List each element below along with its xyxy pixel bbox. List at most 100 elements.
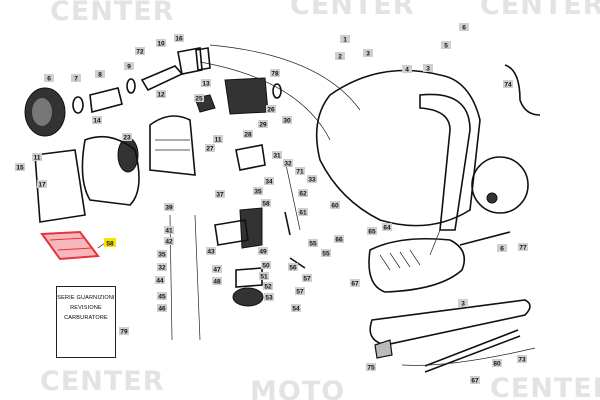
part-number-37[interactable]: 37 [216, 192, 224, 199]
part-number-49[interactable]: 49 [259, 249, 267, 256]
part-number-6[interactable]: 6 [462, 25, 466, 32]
part-number-61[interactable]: 61 [299, 210, 307, 217]
label-badge [155, 276, 165, 284]
label-badge [291, 304, 301, 312]
part-number-6[interactable]: 6 [47, 76, 51, 83]
part-number-55[interactable]: 55 [322, 251, 330, 258]
part-number-55[interactable]: 55 [309, 241, 317, 248]
part-number-15[interactable]: 15 [16, 165, 24, 172]
part-number-25[interactable]: 25 [195, 96, 203, 103]
part-number-56[interactable]: 56 [289, 265, 297, 272]
part-number-60[interactable]: 60 [331, 203, 339, 210]
part-number-52[interactable]: 52 [264, 284, 272, 291]
label-badge [441, 41, 451, 49]
part-number-14[interactable]: 14 [93, 118, 101, 125]
label-badge [264, 293, 274, 301]
label-badge [302, 274, 312, 282]
part-number-6[interactable]: 6 [500, 246, 504, 253]
part-number-10[interactable]: 10 [157, 41, 165, 48]
part-number-17[interactable]: 17 [38, 182, 46, 189]
label-badge [44, 74, 54, 82]
note-line-2: REVISIONE [70, 305, 102, 311]
part-number-65[interactable]: 65 [368, 229, 376, 236]
part-number-35[interactable]: 35 [158, 252, 166, 259]
part-number-73[interactable]: 73 [518, 357, 526, 364]
part-number-50[interactable]: 50 [262, 263, 270, 270]
part-number-39[interactable]: 39 [165, 205, 173, 212]
part-number-31[interactable]: 31 [273, 153, 281, 160]
label-badge [458, 299, 468, 307]
part-number-12[interactable]: 12 [157, 92, 165, 99]
part-number-32[interactable]: 32 [158, 265, 166, 272]
part-number-29[interactable]: 29 [259, 122, 267, 129]
label-badge [263, 282, 273, 290]
part-number-57[interactable]: 57 [303, 276, 311, 283]
part-number-41[interactable]: 41 [165, 228, 173, 235]
label-badge [264, 177, 274, 185]
part-number-9[interactable]: 9 [127, 64, 131, 71]
part-number-74[interactable]: 74 [504, 82, 512, 89]
part-number-51[interactable]: 51 [260, 274, 268, 281]
part-number-67[interactable]: 67 [471, 378, 479, 385]
note-ref-label[interactable]: 79 [120, 329, 128, 336]
part-number-13[interactable]: 13 [202, 81, 210, 88]
highlighted-part-label[interactable]: 58 [106, 241, 114, 248]
part-number-11[interactable]: 11 [215, 137, 222, 144]
part-number-30[interactable]: 30 [283, 118, 291, 125]
part-number-54[interactable]: 54 [292, 306, 300, 313]
part-number-26[interactable]: 26 [267, 107, 275, 114]
part-number-71[interactable]: 71 [296, 169, 304, 176]
label-badge [164, 203, 174, 211]
part-number-72[interactable]: 72 [136, 49, 144, 56]
part-number-2[interactable]: 2 [338, 54, 342, 61]
part-number-8[interactable]: 8 [98, 72, 102, 79]
exhaust-system [368, 64, 541, 373]
part-number-27[interactable]: 27 [206, 146, 214, 153]
part-number-1[interactable]: 1 [343, 37, 347, 44]
part-number-53[interactable]: 53 [265, 295, 273, 302]
part-number-66[interactable]: 66 [335, 237, 343, 244]
part-number-44[interactable]: 44 [156, 278, 164, 285]
part-number-4[interactable]: 4 [405, 67, 409, 74]
part-number-46[interactable]: 46 [158, 306, 166, 313]
label-badge [282, 116, 292, 124]
part-number-3[interactable]: 3 [366, 51, 370, 58]
air-box [149, 115, 196, 176]
part-number-43[interactable]: 43 [207, 249, 215, 256]
part-number-80[interactable]: 80 [493, 361, 501, 368]
part-number-23[interactable]: 23 [123, 135, 131, 142]
part-number-64[interactable]: 64 [383, 225, 391, 232]
part-number-35[interactable]: 35 [254, 189, 262, 196]
part-58-highlight[interactable] [40, 230, 116, 261]
part-number-3[interactable]: 3 [426, 66, 430, 73]
part-number-77[interactable]: 77 [519, 245, 527, 252]
part-number-57[interactable]: 57 [296, 289, 304, 296]
part-number-3[interactable]: 3 [461, 301, 465, 308]
part-number-11[interactable]: 11 [34, 155, 41, 162]
part-number-42[interactable]: 42 [165, 239, 173, 246]
part-number-48[interactable]: 48 [213, 279, 221, 286]
part-number-67[interactable]: 67 [351, 281, 359, 288]
label-badge [295, 287, 305, 295]
watermark-text: CENTER [480, 0, 600, 21]
label-badge [295, 167, 305, 175]
part-number-45[interactable]: 45 [158, 294, 166, 301]
part-number-5[interactable]: 5 [444, 43, 448, 50]
part-number-34[interactable]: 34 [265, 179, 273, 186]
part-number-32[interactable]: 32 [284, 161, 292, 168]
part-number-62[interactable]: 62 [299, 191, 307, 198]
label-badge [288, 263, 298, 271]
label-badge [32, 153, 42, 161]
label-badge [321, 249, 331, 257]
label-badge [157, 304, 167, 312]
label-badge [71, 74, 81, 82]
part-number-28[interactable]: 28 [244, 132, 252, 139]
part-number-7[interactable]: 7 [74, 76, 78, 83]
part-number-58[interactable]: 58 [262, 201, 270, 208]
part-number-33[interactable]: 33 [308, 177, 316, 184]
label-badge [174, 34, 184, 42]
part-number-78[interactable]: 78 [271, 71, 279, 78]
part-number-16[interactable]: 16 [175, 36, 183, 43]
part-number-47[interactable]: 47 [213, 267, 221, 274]
part-number-75[interactable]: 75 [367, 365, 375, 372]
